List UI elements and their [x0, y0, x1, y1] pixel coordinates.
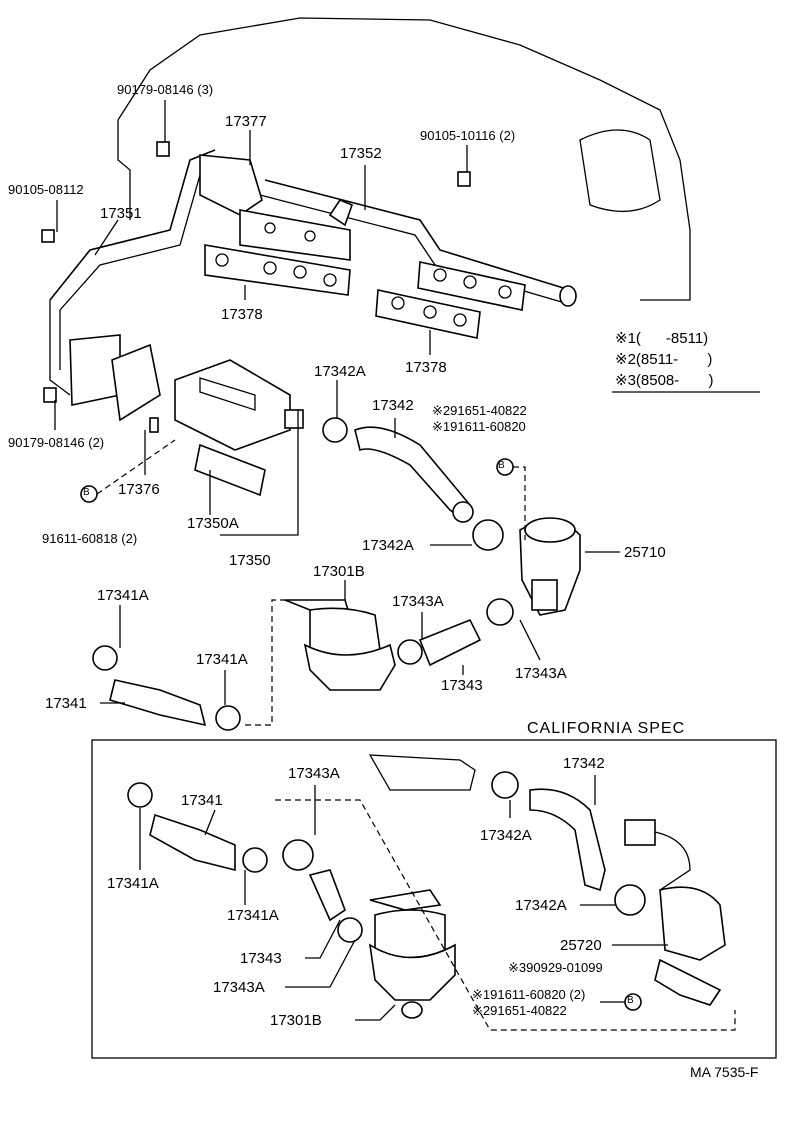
engine-outline [117, 17, 691, 301]
label-17376: 17376 [118, 481, 160, 498]
label-90105-10116: 90105-10116 (2) [420, 128, 516, 143]
label-90179-08146-2: 90179-08146 (2) [8, 435, 105, 450]
leader-lines-mid [100, 580, 541, 705]
label-17341A-c: 17341A [107, 875, 159, 892]
label-17341A-a: 17341A [97, 587, 149, 604]
label-17378-a: 17378 [221, 306, 263, 323]
marker-b-california: B [627, 995, 634, 1006]
label-17377: 17377 [225, 113, 267, 130]
label-ref-390929: ※390929-01099 [508, 960, 603, 975]
label-17342A-a: 17342A [314, 363, 366, 380]
label-17342A-b: 17342A [362, 537, 414, 554]
reed-valve [174, 359, 304, 497]
legend-row-2: ※2(8511- ) [615, 351, 713, 368]
label-17342-a: 17342 [372, 397, 414, 414]
label-17351: 17351 [100, 205, 142, 222]
label-17343-a: 17343 [441, 677, 483, 694]
leader-lines-cal [139, 775, 668, 1021]
footer-code: MA 7535-F [690, 1064, 759, 1080]
label-17378-b: 17378 [405, 359, 447, 376]
hose-17342 [354, 426, 471, 522]
label-17342-b: 17342 [563, 755, 605, 772]
label-17301B-a: 17301B [313, 563, 365, 580]
label-17301B-b: 17301B [270, 1012, 322, 1029]
label-90105-08112: 90105-08112 [8, 182, 84, 197]
hose-17341 [109, 679, 207, 727]
label-17352: 17352 [340, 145, 382, 162]
gaskets [199, 154, 526, 339]
label-ref-291651: ※291651-40822 [432, 403, 527, 418]
air-filter-17301B [284, 599, 396, 691]
marker-b-upper: B [498, 460, 505, 471]
hose-17343 [418, 618, 482, 667]
flange-gasket [69, 334, 121, 406]
marker-b-left: B [83, 487, 90, 498]
label-17343-b: 17343 [240, 950, 282, 967]
label-17343A-b: 17343A [515, 665, 567, 682]
as-valve-25710 [519, 517, 581, 616]
label-90179-08146-3: 90179-08146 (3) [117, 82, 214, 97]
label-17342A-c: 17342A [480, 827, 532, 844]
legend-row-1: ※1( -8511) [615, 330, 709, 347]
label-25710: 25710 [624, 544, 666, 561]
label-17341A-b: 17341A [196, 651, 248, 668]
label-ref-191611-b: ※191611-60820 (2) [472, 987, 586, 1002]
label-17343A-c: 17343A [288, 765, 340, 782]
label-17342A-d: 17342A [515, 897, 567, 914]
label-91611-60818: 91611-60818 (2) [42, 531, 138, 546]
legend-row-3: ※3(8508- ) [615, 372, 714, 389]
california-box [91, 739, 777, 1059]
bolts [41, 141, 471, 433]
label-17350A: 17350A [187, 515, 239, 532]
label-17341-b: 17341 [181, 792, 223, 809]
label-ref-291651-b: ※291651-40822 [472, 1003, 567, 1018]
label-17343A-d: 17343A [213, 979, 265, 996]
california-parts [127, 754, 736, 1031]
label-17341-a: 17341 [45, 695, 87, 712]
label-17350: 17350 [229, 552, 271, 569]
label-17343A-a: 17343A [392, 593, 444, 610]
california-spec-title: CALIFORNIA SPEC [527, 720, 686, 737]
label-25720: 25720 [560, 937, 602, 954]
reservoir [579, 129, 661, 213]
manifold-pipes [49, 149, 577, 396]
leader-lines [54, 100, 620, 553]
label-ref-191611: ※191611-60820 [432, 419, 526, 434]
label-17341A-d: 17341A [227, 907, 279, 924]
